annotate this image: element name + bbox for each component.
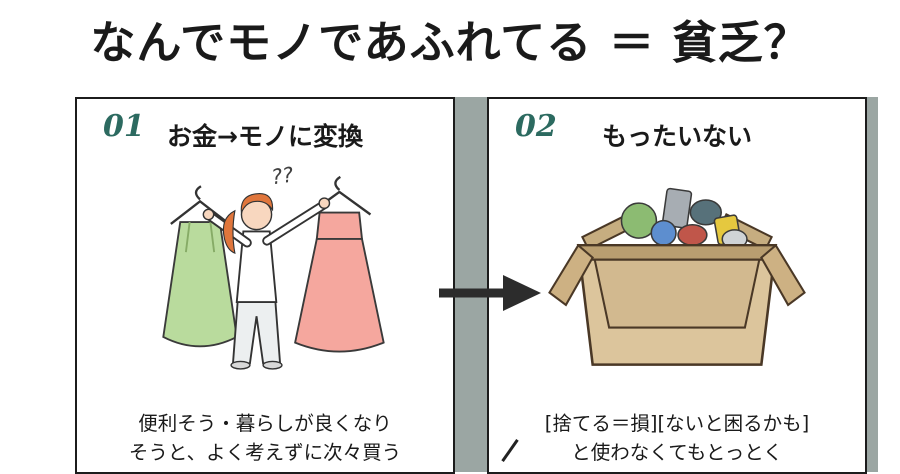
panel-caption: [捨てる＝損][ないと困るかも] と使わなくてもとっとく xyxy=(489,409,865,468)
caption-line: そうと、よく考えずに次々買う xyxy=(128,440,402,464)
panel-money-to-things: 01 お金→モノに変換 ?? xyxy=(75,97,455,474)
page-title: なんでモノであふれてる ＝ 貧乏？ xyxy=(90,16,810,69)
woman-comparing-dresses-icon: ?? xyxy=(77,157,453,385)
caption-line: 便利そう・暮らしが良くなり xyxy=(138,411,392,435)
cardboard-box-icon xyxy=(489,157,865,385)
panel-heading: お金→モノに変換 xyxy=(167,122,363,151)
right-arrow-icon xyxy=(437,272,543,314)
woman-figure-icon xyxy=(202,193,331,370)
panel-number: 01 xyxy=(103,109,145,144)
panel-number: 02 xyxy=(515,109,557,144)
caption-line: [捨てる＝損][ないと困るかも] xyxy=(544,411,810,435)
question-marks: ?? xyxy=(270,162,295,189)
box-contents-icon xyxy=(620,187,748,250)
panel-caption: 便利そう・暮らしが良くなり そうと、よく考えずに次々買う xyxy=(77,409,453,468)
panel-mottainai: 02 もったいない xyxy=(487,97,867,474)
caption-line: と使わなくてもとっとく xyxy=(571,440,783,464)
panel-heading: もったいない xyxy=(601,122,752,151)
pink-dress-icon xyxy=(294,175,385,353)
green-dress-icon xyxy=(162,185,238,348)
